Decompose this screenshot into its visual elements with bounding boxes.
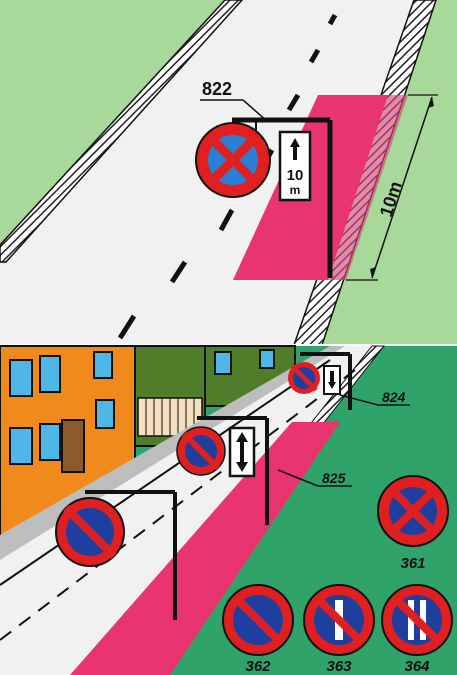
- distance-plate: 10 m: [280, 132, 310, 200]
- sign-825: [177, 427, 254, 476]
- top-panel: 10 m 822 10m: [0, 0, 457, 345]
- sign-824: [288, 362, 340, 394]
- label-824: 824: [382, 389, 406, 405]
- sign-364: [382, 585, 452, 655]
- no-stopping-sign: [196, 123, 270, 197]
- label-822: 822: [202, 79, 232, 99]
- label-825: 825: [322, 470, 346, 486]
- label-363: 363: [326, 658, 352, 675]
- label-364: 364: [404, 658, 430, 675]
- door: [62, 420, 84, 472]
- sign-361: [378, 476, 448, 546]
- sign-363: [304, 585, 374, 655]
- sign-362: [223, 585, 293, 655]
- label-361: 361: [400, 555, 425, 572]
- sign-near: [56, 498, 124, 566]
- plate-distance: 10: [287, 167, 304, 184]
- plate-unit: m: [290, 183, 301, 197]
- bottom-panel: 824 825 361 362 363: [0, 346, 457, 675]
- label-362: 362: [245, 658, 271, 675]
